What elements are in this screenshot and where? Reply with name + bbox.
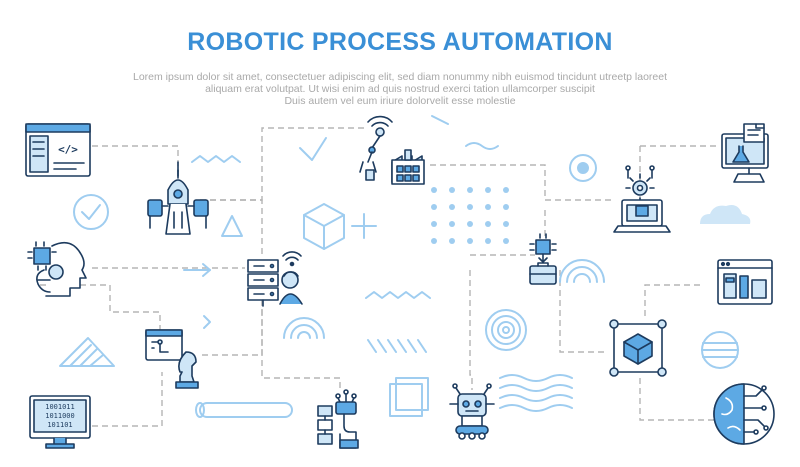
cylinder-decor — [199, 402, 293, 418]
rocket-robot-icon — [147, 161, 209, 235]
hatch-decor — [367, 339, 427, 353]
server-operator-icon — [247, 251, 303, 307]
app-window-icon — [717, 259, 773, 305]
binary-line-2: 1011000 — [45, 412, 75, 420]
digital-globe-icon — [713, 383, 775, 445]
lab-monitor-icon — [721, 123, 769, 183]
code-tag-text: </> — [58, 143, 78, 156]
target-decor-inner — [577, 162, 589, 174]
half-arcs-decor-right — [559, 259, 605, 283]
ai-head-icon — [27, 241, 87, 297]
robot-vehicle-icon — [449, 383, 495, 440]
binary-line-1: 1001011 — [45, 403, 75, 411]
body-text-line-2: aliquam erat volutpat. Ut wisi enim ad q… — [205, 83, 595, 95]
zigzag-decor-center — [365, 291, 431, 299]
dot-grid-decor — [431, 187, 509, 244]
target-decor-outer — [569, 154, 597, 182]
decorative-shapes — [59, 115, 751, 418]
check-circle-mark — [81, 204, 101, 220]
concentric-circles-decor — [485, 309, 527, 351]
body-text-line-1: Lorem ipsum dolor sit amet, consectetuer… — [132, 71, 668, 83]
striped-triangle-decor — [59, 337, 115, 367]
laptop-gear-icon — [613, 165, 671, 233]
zigzag-decor-left — [191, 155, 241, 163]
chip-briefcase-icon — [529, 233, 557, 285]
arrow-decor-head — [202, 263, 211, 277]
connector-lines — [40, 127, 718, 427]
wave-decor-top — [465, 142, 499, 150]
cloud-decor — [700, 205, 751, 224]
half-arcs-decor-center — [283, 317, 325, 339]
network-cube-icon — [609, 319, 667, 377]
triangle-decor — [221, 215, 243, 237]
square-decor-a — [389, 383, 423, 417]
body-text-line-3: Duis autem vel eum iriure dolorvelit ess… — [284, 95, 516, 107]
code-window-icon: </> — [25, 123, 91, 177]
robot-hand-flowchart-icon — [317, 389, 359, 449]
check-circle-decor — [73, 194, 109, 230]
page-title: ROBOTIC PROCESS AUTOMATION — [187, 28, 613, 56]
wave-lines-decor — [499, 374, 573, 412]
binary-computer-icon: 1001011 1011000 101101 — [29, 395, 91, 449]
square-decor-b — [395, 377, 429, 411]
slash-decor — [431, 115, 449, 125]
strategy-chess-icon — [145, 329, 199, 389]
chevrons-decor — [203, 315, 211, 329]
robotic-arm-factory-icon — [359, 115, 425, 185]
cube-decor — [303, 203, 345, 250]
checkmark-decor — [299, 137, 327, 161]
binary-line-3: 101101 — [47, 421, 72, 429]
